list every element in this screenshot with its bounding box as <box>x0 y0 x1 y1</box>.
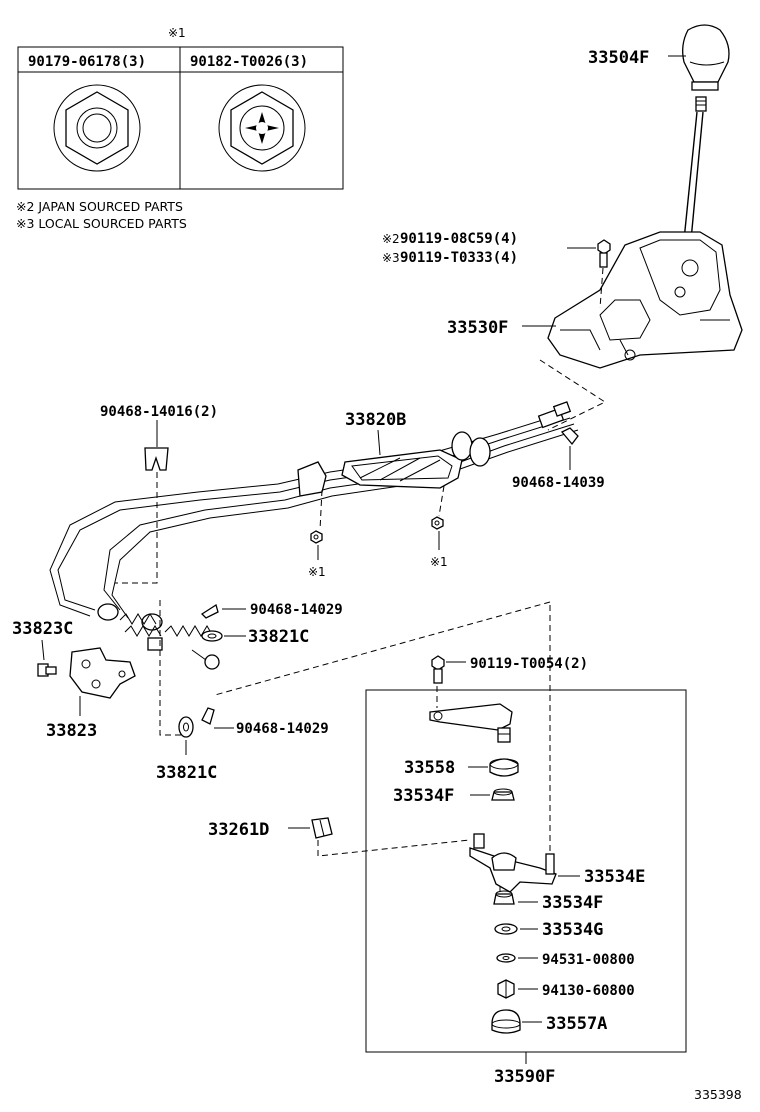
label-90468-14039: 90468-14039 <box>512 475 605 491</box>
shift-cable-assembly <box>49 401 579 670</box>
clip-icon <box>144 447 169 471</box>
bolt-lever-icon <box>431 655 445 684</box>
washer-1-icon <box>201 630 223 642</box>
cap-icon <box>491 1009 521 1034</box>
washer-small-icon <box>496 953 516 963</box>
bushing-icon <box>489 758 519 777</box>
ball-joint-lever <box>469 833 557 893</box>
leader-33823C <box>41 639 45 661</box>
label-33530F: 33530F <box>447 318 508 338</box>
label-94130-60800: 94130-60800 <box>542 983 635 999</box>
damper-dash <box>317 839 471 857</box>
label-33534G: 33534G <box>542 920 603 940</box>
table-mark: ※1 <box>168 26 186 40</box>
shift-lever-arm <box>429 703 513 743</box>
label-33823: 33823 <box>46 721 97 741</box>
label-90119-08C59: 90119-08C59(4) <box>400 231 518 247</box>
label-33821C-a: 33821C <box>248 627 309 647</box>
label-90119-T0333: 90119-T0333(4) <box>400 250 518 266</box>
note-local: ※3 LOCAL SOURCED PARTS <box>16 216 187 231</box>
bracket-bolt-icon <box>37 663 57 677</box>
housing-dash-line <box>539 359 607 431</box>
label-33558: 33558 <box>404 758 455 778</box>
label-90468-14016: 90468-14016(2) <box>100 404 218 420</box>
bolt-dash-line <box>599 267 604 309</box>
nut-right-mark: ※1 <box>430 555 448 569</box>
clip-mid-2-icon <box>201 707 215 725</box>
label-33557A: 33557A <box>546 1014 607 1034</box>
label-33534F-a: 33534F <box>393 786 454 806</box>
housing-bolt-icon <box>597 239 611 268</box>
label-33534E: 33534E <box>584 867 645 887</box>
leader-cable <box>377 429 381 456</box>
clip-right-icon <box>560 427 579 446</box>
clip-top-dash <box>115 472 158 584</box>
note-japan: ※2 JAPAN SOURCED PARTS <box>16 199 183 214</box>
lock-nut-icon <box>497 979 515 999</box>
nut-left-dash <box>319 489 323 531</box>
nut-right-icon <box>431 516 444 530</box>
shift-lever-housing <box>547 231 743 369</box>
nut-table-col2: 90182-T0026(3) <box>190 54 308 70</box>
prevailing-torque-nut-icon <box>218 84 306 172</box>
label-90468-14029-b: 90468-14029 <box>236 721 329 737</box>
label-90119-T0054: 90119-T0054(2) <box>470 656 588 672</box>
label-33534F-b: 33534F <box>542 893 603 913</box>
nut-table <box>17 46 344 190</box>
shift-knob <box>682 24 730 112</box>
retainer-mid-icon <box>493 890 515 905</box>
figure-id: 335398 <box>694 1087 742 1102</box>
shift-lever-rod <box>683 111 704 241</box>
bolt-local-mark: ※3 <box>382 251 400 265</box>
label-33504F: 33504F <box>588 48 649 68</box>
cable-bracket <box>69 647 136 699</box>
nut-left-icon <box>310 530 323 544</box>
label-33590F: 33590F <box>494 1067 555 1087</box>
bolt-japan-mark: ※2 <box>382 232 400 246</box>
nut-left-mark: ※1 <box>308 565 326 579</box>
clip-lower-dash <box>159 600 183 736</box>
clip-mid-1-icon <box>200 603 219 619</box>
label-33820B: 33820B <box>345 410 406 430</box>
nut-table-col1: 90179-06178(3) <box>28 54 146 70</box>
nut-right-dash <box>438 485 445 517</box>
label-90468-14029-a: 90468-14029 <box>250 602 343 618</box>
label-33261D: 33261D <box>208 820 269 840</box>
damper-icon <box>311 817 333 839</box>
label-94531-00800: 94531-00800 <box>542 952 635 968</box>
retainer-top-icon <box>491 788 515 801</box>
washer-g-icon <box>494 923 518 935</box>
washer-2-icon <box>178 716 194 738</box>
label-33823C: 33823C <box>12 619 73 639</box>
link-dash-upper <box>214 601 551 696</box>
hex-nut-icon <box>53 84 141 172</box>
label-33821C-b: 33821C <box>156 763 217 783</box>
